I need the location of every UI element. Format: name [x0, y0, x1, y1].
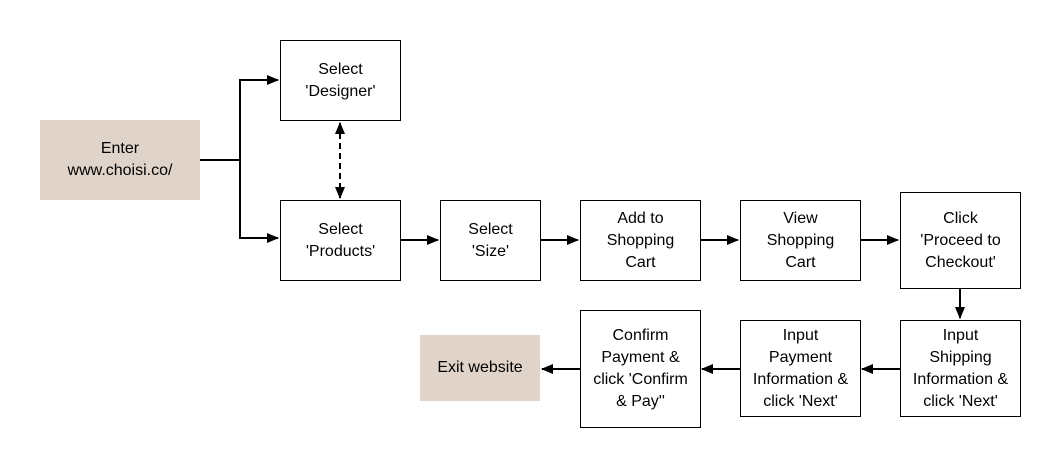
select-size-node: Select 'Size' [440, 200, 541, 281]
input-shipping-node: Input Shipping Information & click 'Next… [900, 320, 1021, 417]
edge-enter-to-products [239, 160, 279, 243]
edge-enter-to-designer [239, 75, 279, 160]
view-cart-node: View Shopping Cart [740, 200, 861, 281]
select-designer-node: Select 'Designer' [280, 40, 401, 121]
confirm-payment-node: Confirm Payment & click 'Confirm & Pay'' [580, 310, 701, 428]
select-products-node: Select 'Products' [280, 200, 401, 281]
proceed-to-checkout-node: Click 'Proceed to Checkout' [900, 192, 1021, 289]
enter-website-node: Enter www.choisi.co/ [40, 120, 200, 200]
add-to-cart-node: Add to Shopping Cart [580, 200, 701, 281]
exit-website-node: Exit website [420, 335, 540, 401]
input-payment-node: Input Payment Information & click 'Next' [740, 320, 861, 417]
